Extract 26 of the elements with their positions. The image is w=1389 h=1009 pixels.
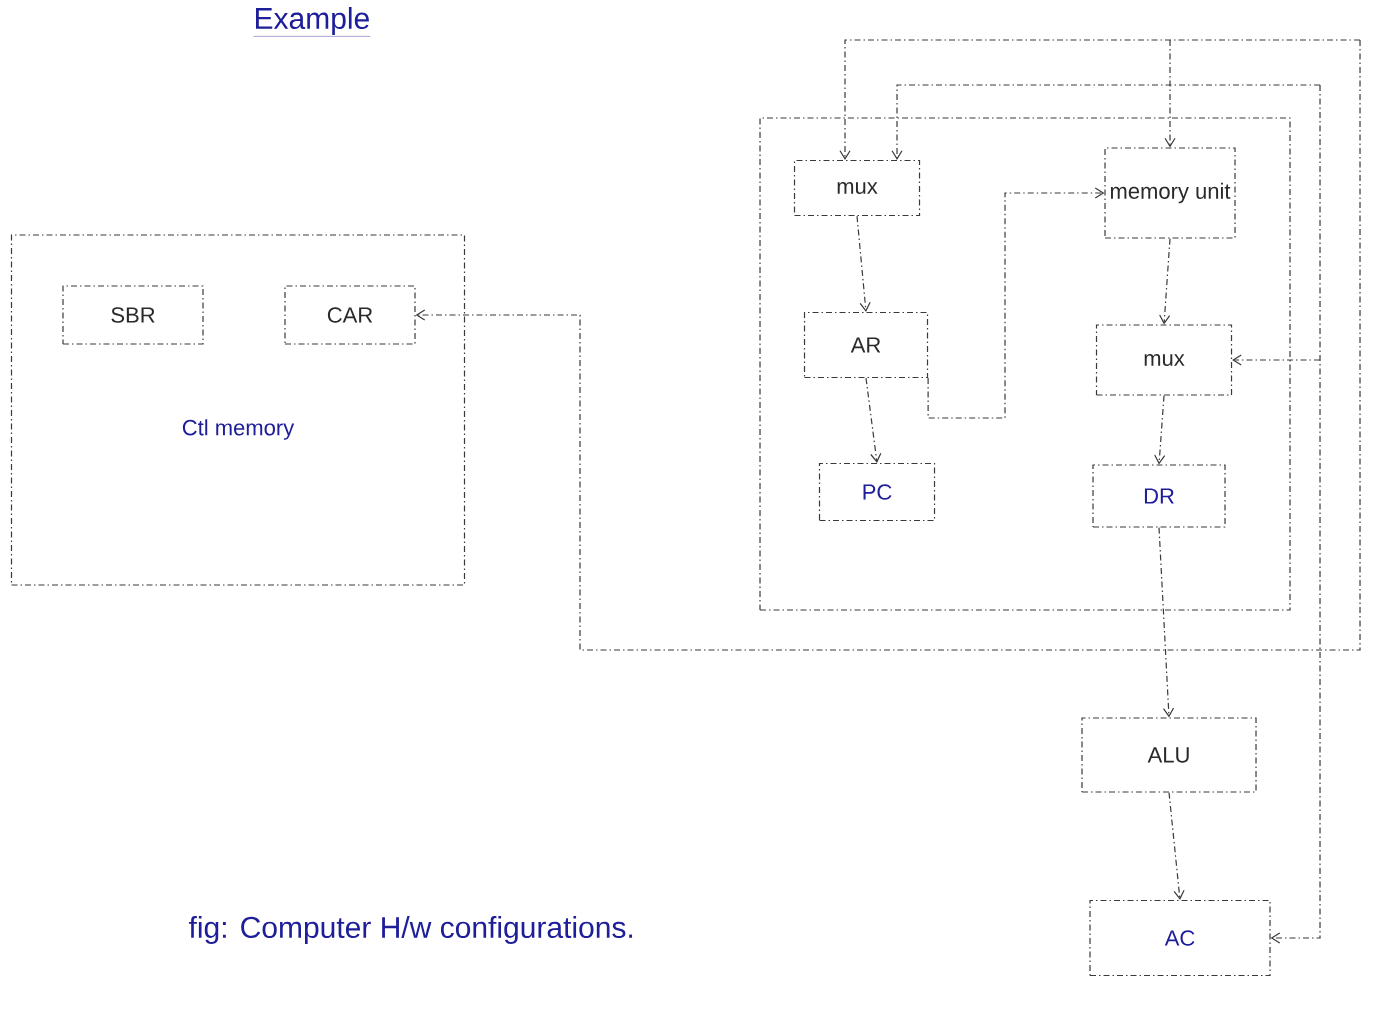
arrow — [1154, 395, 1166, 465]
register-box: PC — [818, 462, 936, 522]
arrow — [1159, 238, 1171, 325]
register-box: SBR — [62, 285, 204, 345]
arrow — [927, 187, 1105, 419]
heading: Example — [253, 7, 371, 37]
caption: fig: Computer H/w configurations. — [188, 916, 633, 944]
register-box: AR — [803, 311, 929, 379]
enclosure-box — [759, 117, 1291, 611]
arrow — [856, 215, 871, 312]
multiplexer-box: mux — [1095, 324, 1233, 396]
arrow — [1164, 39, 1176, 148]
alu-box: ALU — [1081, 717, 1257, 793]
arrow — [839, 39, 1361, 160]
arrow — [1158, 527, 1175, 718]
arrow — [1168, 792, 1185, 900]
register-box: DR — [1092, 464, 1226, 528]
multiplexer-box: mux — [793, 159, 921, 217]
arrow — [865, 377, 882, 463]
arrow — [1270, 84, 1321, 944]
arrow — [1232, 354, 1321, 366]
register-box: CAR — [284, 285, 416, 345]
arrow — [415, 39, 1361, 651]
memory-box: memory unit — [1104, 147, 1236, 239]
register-box: AC — [1089, 899, 1271, 977]
arrow — [891, 84, 1321, 160]
